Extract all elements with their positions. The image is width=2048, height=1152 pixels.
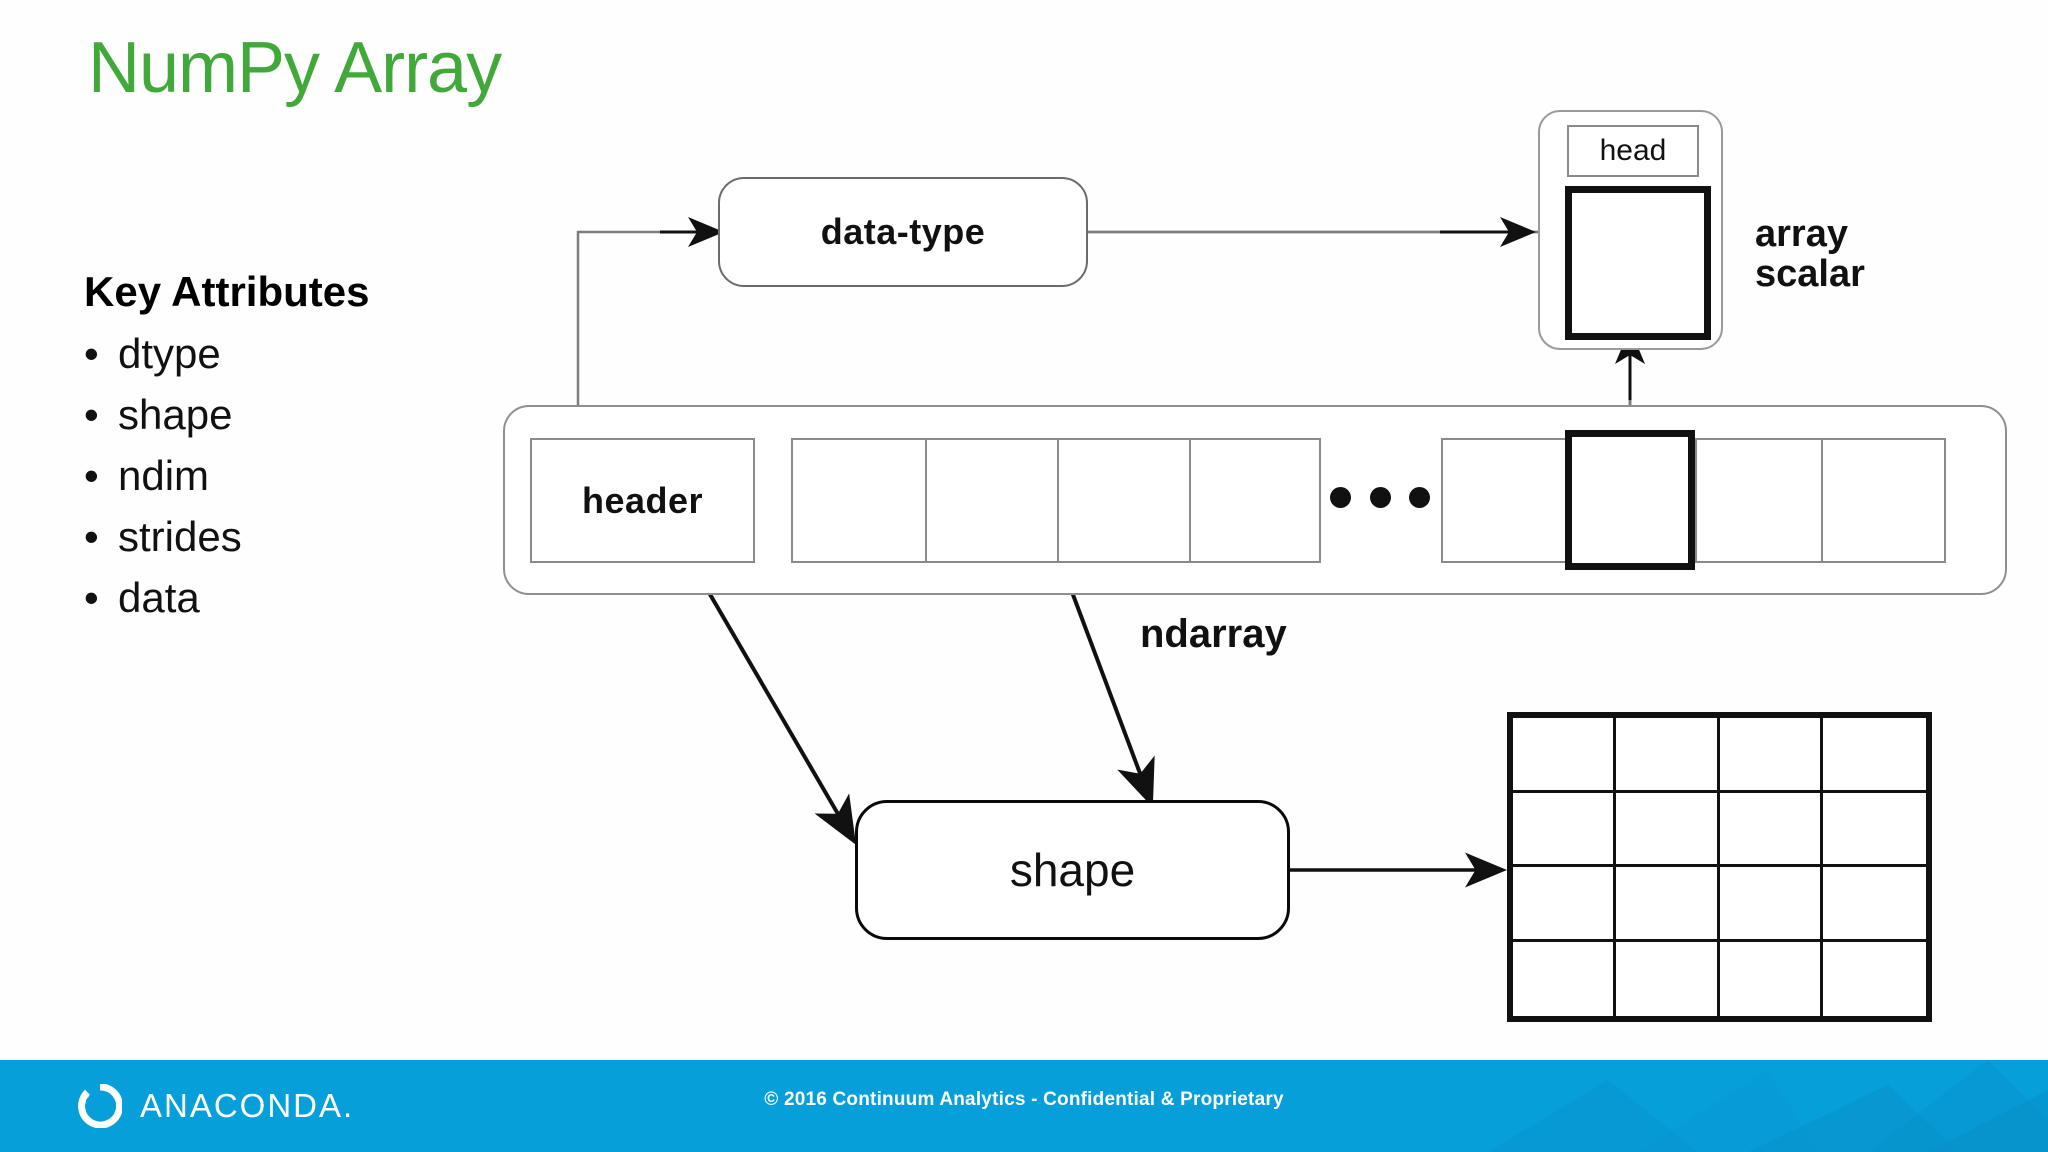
grid-cell <box>1822 793 1926 867</box>
list-item: • shape <box>84 391 242 452</box>
ndarray-highlighted-cell[interactable] <box>1565 430 1695 570</box>
array-scalar-square <box>1565 186 1711 340</box>
slide-footer: ANACONDA. © 2016 Continuum Analytics - C… <box>0 1060 2048 1152</box>
anaconda-wordmark: ANACONDA. <box>140 1087 355 1124</box>
cell-divider <box>925 440 927 561</box>
grid-cell <box>1720 941 1823 1016</box>
cell-divider <box>1189 440 1191 561</box>
list-item: • dtype <box>84 330 242 391</box>
grid-cell <box>1822 867 1926 942</box>
bullet-icon: • <box>84 391 99 438</box>
shape-box[interactable]: shape <box>855 800 1290 940</box>
bullet-icon: • <box>84 513 99 560</box>
grid-cell <box>1616 867 1720 942</box>
cell-divider <box>1821 440 1823 561</box>
grid-cell <box>1822 718 1926 793</box>
list-item: • data <box>84 574 242 635</box>
bullet-icon: • <box>84 330 99 377</box>
grid-cell <box>1616 792 1720 867</box>
bullet-icon: • <box>84 452 99 499</box>
grid-cell <box>1513 718 1617 793</box>
grid-cell <box>1719 718 1823 793</box>
list-item-label: strides <box>118 513 242 560</box>
numpy-array-diagram: data-type head array scalar header ndarr… <box>503 110 2007 1022</box>
array-scalar-caption-line2: scalar <box>1755 252 1865 295</box>
footer-pattern <box>1488 1060 2048 1152</box>
list-item-label: ndim <box>118 452 210 499</box>
array-scalar-caption-line1: array <box>1755 213 1848 255</box>
grid-cell <box>1513 792 1617 867</box>
footer-copyright: © 2016 Continuum Analytics - Confidentia… <box>764 1089 1284 1110</box>
page-title: NumPy Array <box>88 28 502 108</box>
grid-cell <box>1616 941 1720 1016</box>
key-attributes-heading: Key Attributes <box>84 268 370 315</box>
list-item-label: shape <box>118 391 233 438</box>
bullet-icon: • <box>84 574 99 621</box>
head-label-box: head <box>1567 125 1699 177</box>
anaconda-ring-icon <box>78 1083 124 1129</box>
ndarray-cell-group-left <box>791 438 1321 563</box>
cell-divider <box>1695 440 1697 561</box>
list-item-label: data <box>118 574 200 621</box>
arrow-ndarray-to-shape <box>1058 559 1155 808</box>
shape-grid <box>1507 712 1932 1022</box>
anaconda-logo: ANACONDA. <box>78 1083 355 1129</box>
grid-cell <box>1823 942 1926 1017</box>
list-item: • ndim <box>84 452 242 513</box>
grid-cell <box>1616 718 1720 793</box>
arrow-header-to-shape <box>688 558 857 845</box>
list-item: • strides <box>84 513 242 574</box>
key-attributes-list: • dtype • shape • ndim • strides • data <box>84 330 242 635</box>
ndarray-header-cell[interactable]: header <box>530 438 755 563</box>
cell-divider <box>1057 440 1059 561</box>
data-type-box[interactable]: data-type <box>718 177 1088 287</box>
ellipsis-icon <box>1330 487 1430 508</box>
ndarray-label: ndarray <box>1140 612 1287 656</box>
diagram-connectors <box>576 217 1712 888</box>
grid-cell <box>1719 867 1823 942</box>
grid-cell <box>1719 792 1823 867</box>
list-item-label: dtype <box>118 330 221 377</box>
grid-cell <box>1513 867 1617 942</box>
array-scalar-caption: array scalar <box>1755 213 1865 295</box>
grid-cell <box>1513 941 1617 1016</box>
